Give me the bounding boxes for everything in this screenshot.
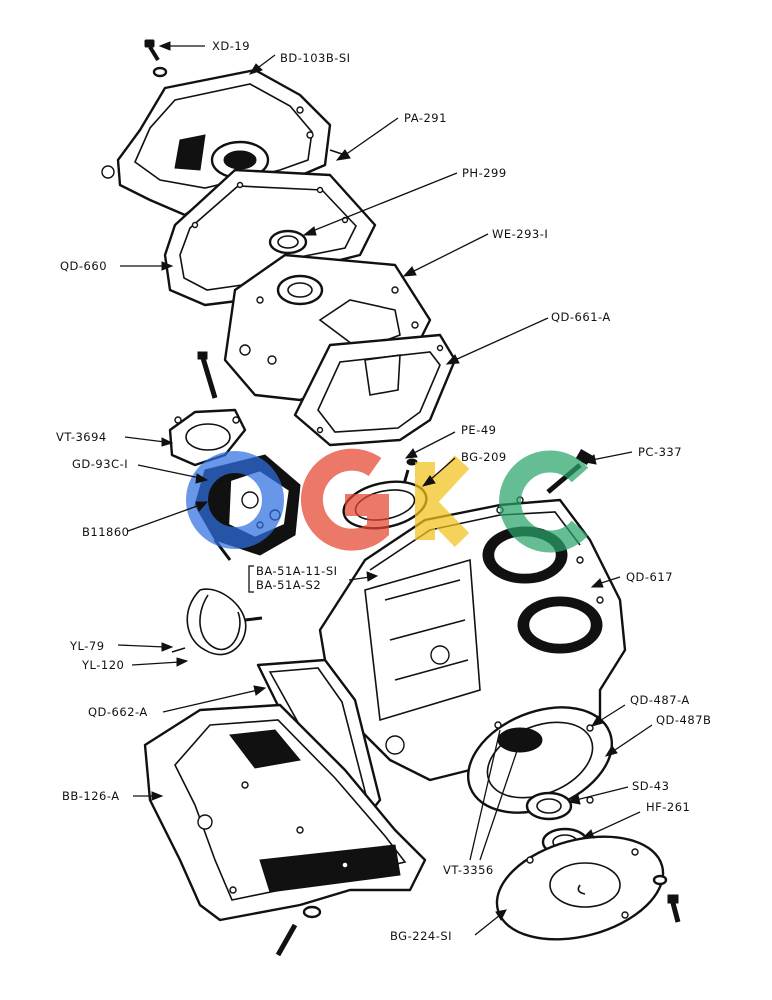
- label-qd661a: QD-661-A: [551, 310, 611, 324]
- label-we293: WE-293-I: [492, 227, 548, 241]
- label-bg209: BG-209: [461, 450, 507, 464]
- gasket-vt3694-part: [168, 408, 247, 467]
- watermark-letter-g: [300, 448, 389, 551]
- top-cover-part: [101, 68, 346, 217]
- drain-bolt-part: [275, 905, 322, 957]
- label-ba51as2: BA-51A-S2: [256, 578, 321, 592]
- label-qd662a: QD-662-A: [88, 705, 148, 719]
- seal-sd43-part: [525, 791, 573, 821]
- label-bracket: [248, 565, 254, 593]
- label-hf261: HF-261: [646, 800, 690, 814]
- label-pc337: PC-337: [638, 445, 682, 459]
- cover-bolt-part: [652, 874, 681, 923]
- stud-bolt-part: [197, 351, 218, 399]
- end-cover-bg224-part: [495, 835, 665, 941]
- bearing-retainer-part: [466, 706, 614, 814]
- ogkc-watermark-logo: [186, 448, 589, 553]
- label-bb126a: BB-126-A: [62, 789, 120, 803]
- wire-harness-part: [171, 588, 263, 656]
- label-sd43: SD-43: [632, 779, 669, 793]
- oil-pan-part: [143, 703, 427, 922]
- label-xd19: XD-19: [212, 39, 250, 53]
- label-bg224: BG-224-SI: [390, 929, 452, 943]
- seal-ph299-part: [268, 229, 308, 255]
- label-yl120: YL-120: [81, 658, 124, 672]
- bolt-part: [144, 39, 168, 78]
- label-qd617: QD-617: [626, 570, 673, 584]
- label-pe49: PE-49: [461, 423, 496, 437]
- label-qd487a: QD-487-A: [630, 693, 690, 707]
- label-ba51a11: BA-51A-11-SI: [256, 564, 338, 578]
- label-vt3694: VT-3694: [56, 430, 107, 444]
- label-ph299: PH-299: [462, 166, 507, 180]
- label-qd487b: QD-487B: [656, 713, 711, 727]
- gasket-qd661a-part: [293, 333, 457, 447]
- label-gd93c: GD-93C-I: [72, 457, 128, 471]
- label-pa291: PA-291: [404, 111, 447, 125]
- label-yl79: YL-79: [69, 639, 105, 653]
- watermark-letter-c: [499, 450, 589, 553]
- part-labels: XD-19 BD-103B-SI PA-291 PH-299 QD-660 WE…: [56, 39, 711, 943]
- label-vt3356: VT-3356: [443, 863, 494, 877]
- leader-lines: [117, 41, 653, 936]
- watermark-letter-k: [415, 455, 470, 547]
- watermark-letter-o: [186, 451, 284, 549]
- label-bd103b: BD-103B-SI: [280, 51, 351, 65]
- label-qd660: QD-660: [60, 259, 107, 273]
- label-b11860: B11860: [82, 525, 129, 539]
